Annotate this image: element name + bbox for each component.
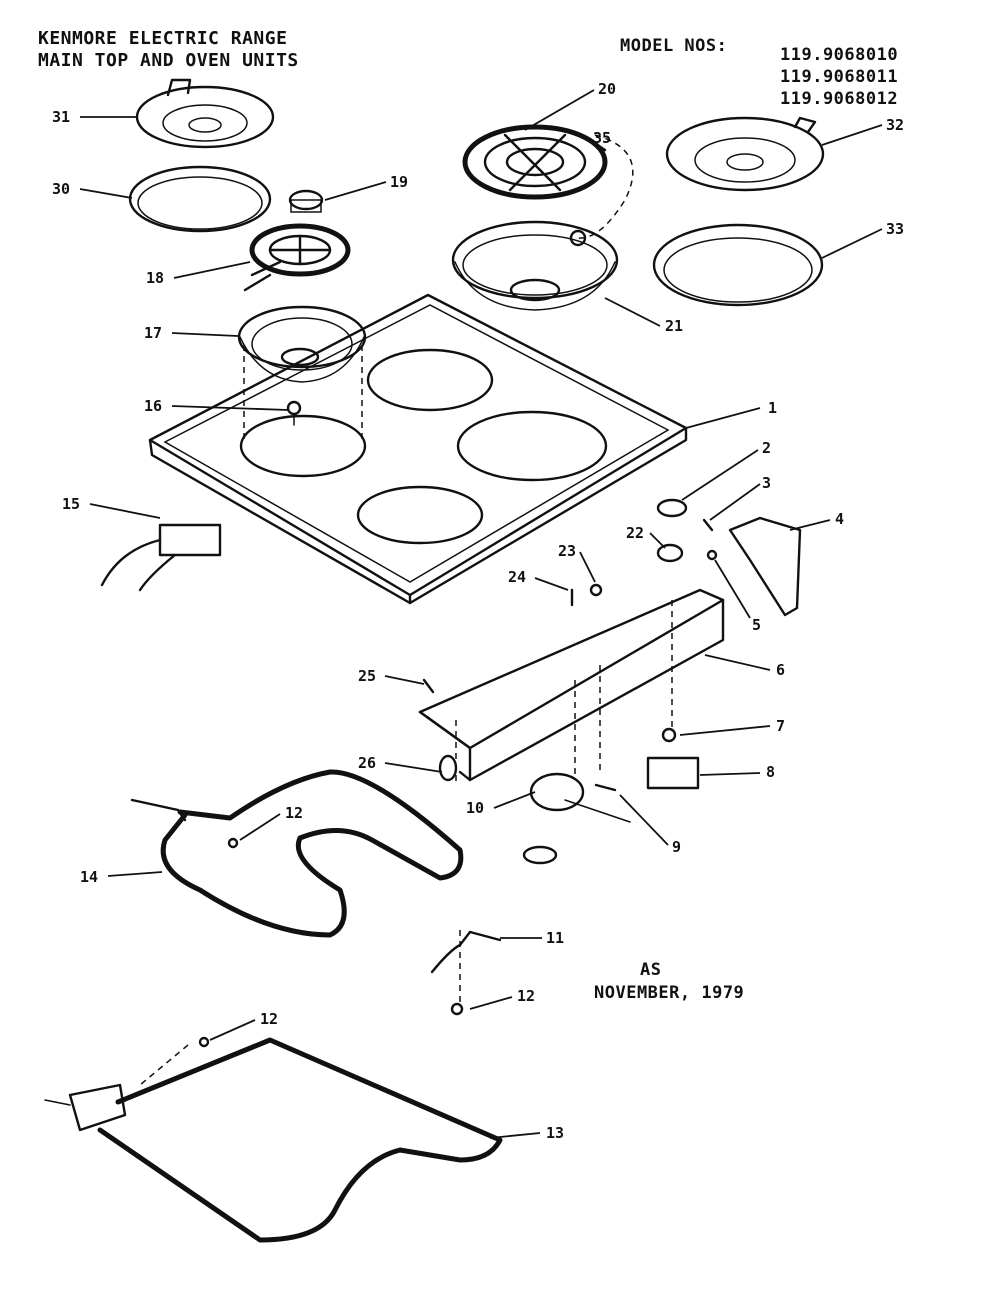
part-32-drip-bowl bbox=[665, 116, 825, 192]
callout-8: 8 bbox=[766, 763, 775, 781]
part-26-knob bbox=[438, 754, 458, 782]
part-11-clip bbox=[430, 930, 502, 974]
callout-18: 18 bbox=[146, 269, 164, 287]
diagram-title: KENMORE ELECTRIC RANGE bbox=[38, 28, 288, 49]
part-5-clip bbox=[706, 549, 718, 561]
model-number-2: 119.9068011 bbox=[780, 67, 899, 87]
part-22-knob bbox=[656, 543, 684, 563]
part-1-main-top bbox=[148, 293, 688, 605]
part-21-drip-bowl bbox=[451, 220, 619, 311]
callout-15: 15 bbox=[62, 495, 80, 513]
part-15-terminal-block bbox=[100, 523, 222, 592]
part-6-control-panel bbox=[418, 588, 725, 782]
callout-2: 2 bbox=[762, 439, 771, 457]
callout-12-c: 12 bbox=[260, 1010, 278, 1028]
callout-9: 9 bbox=[672, 838, 681, 856]
diagram-subtitle: MAIN TOP AND OVEN UNITS bbox=[38, 50, 299, 71]
part-30-trim-ring bbox=[128, 165, 272, 233]
callout-32: 32 bbox=[886, 116, 904, 134]
callout-26: 26 bbox=[358, 754, 376, 772]
callout-23: 23 bbox=[558, 542, 576, 560]
callout-24: 24 bbox=[508, 568, 526, 586]
part-7-screw bbox=[661, 727, 677, 743]
callout-20: 20 bbox=[598, 80, 616, 98]
part-10-thermostat bbox=[522, 772, 631, 865]
callout-31: 31 bbox=[52, 108, 70, 126]
part-20-surface-element bbox=[462, 124, 608, 200]
part-16-screw bbox=[286, 400, 302, 426]
date-november-1979: NOVEMBER, 1979 bbox=[594, 983, 745, 1003]
callout-12-a: 12 bbox=[285, 804, 303, 822]
model-label: MODEL NOS: bbox=[620, 36, 728, 56]
callout-33: 33 bbox=[886, 220, 904, 238]
part-3-screw bbox=[702, 518, 714, 532]
part-25-screw bbox=[422, 678, 435, 694]
callout-21: 21 bbox=[665, 317, 683, 335]
date-as: AS bbox=[640, 960, 662, 980]
part-8-switch bbox=[646, 756, 700, 790]
part-14-broil-element bbox=[130, 769, 464, 938]
callout-10: 10 bbox=[466, 799, 484, 817]
callout-11: 11 bbox=[546, 929, 564, 947]
part-19-receptacle bbox=[288, 189, 324, 213]
part-17-drip-bowl bbox=[237, 305, 367, 383]
callout-13: 13 bbox=[546, 1124, 564, 1142]
callout-35: 35 bbox=[593, 129, 611, 147]
part-18-surface-element bbox=[243, 223, 351, 292]
part-13-bake-element bbox=[44, 1037, 503, 1243]
callout-16: 16 bbox=[144, 397, 162, 415]
part-4-bracket bbox=[728, 516, 802, 617]
callout-17: 17 bbox=[144, 324, 162, 342]
callout-3: 3 bbox=[762, 474, 771, 492]
model-number-3: 119.9068012 bbox=[780, 89, 899, 109]
part-9-screw bbox=[594, 783, 617, 792]
callout-12-b: 12 bbox=[517, 987, 535, 1005]
model-number-1: 119.9068010 bbox=[780, 45, 899, 65]
part-33-trim-ring bbox=[652, 223, 824, 307]
part-2-knob bbox=[656, 498, 688, 518]
leader-lines bbox=[79, 89, 883, 1139]
callout-25: 25 bbox=[358, 667, 376, 685]
callout-1: 1 bbox=[768, 399, 777, 417]
part-12-screw bbox=[227, 837, 239, 849]
part-23-knob bbox=[589, 583, 603, 597]
callout-5: 5 bbox=[752, 616, 761, 634]
callout-19: 19 bbox=[390, 173, 408, 191]
part-12-screw bbox=[450, 1002, 464, 1016]
callout-7: 7 bbox=[776, 717, 785, 735]
part-31-drip-bowl bbox=[135, 78, 275, 149]
part-12-screw bbox=[198, 1036, 210, 1048]
callout-6: 6 bbox=[776, 661, 785, 679]
callout-22: 22 bbox=[626, 524, 644, 542]
callout-14: 14 bbox=[80, 868, 98, 886]
callout-labels: 1 2 3 4 5 6 7 8 9 10 11 12 12 12 13 14 1… bbox=[52, 80, 904, 1142]
callout-30: 30 bbox=[52, 180, 70, 198]
callout-4: 4 bbox=[835, 510, 844, 528]
